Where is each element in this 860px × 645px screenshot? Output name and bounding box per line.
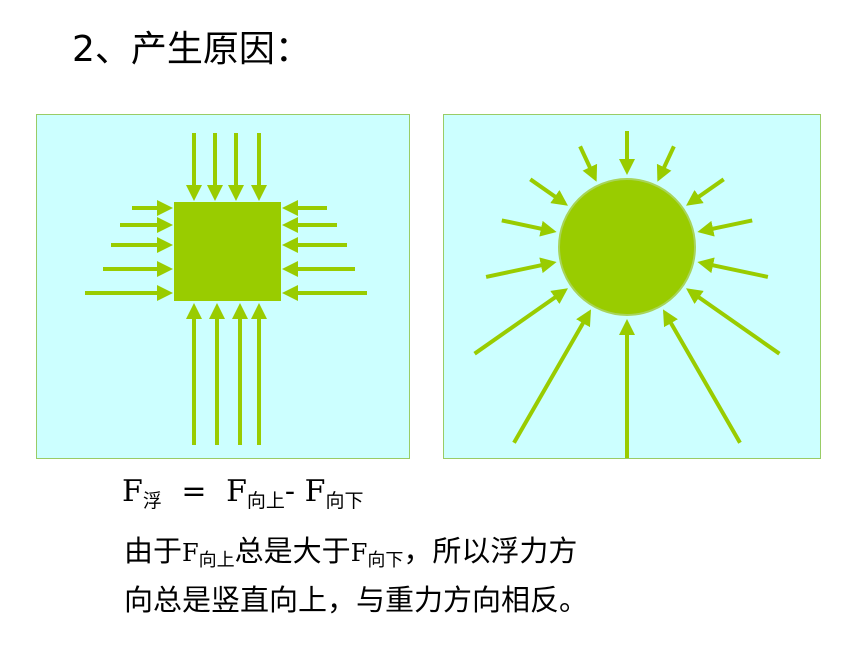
circle-pressure-diagram	[443, 114, 821, 459]
formula-sub-buoyancy: 浮	[142, 490, 162, 512]
pressure-arrow-radial	[656, 145, 676, 182]
pressure-arrow-radial	[686, 177, 725, 206]
formula-f-buoyancy: F	[122, 474, 143, 509]
expl-f-down: F	[350, 539, 368, 567]
pressure-arrow-radial	[697, 257, 769, 279]
circle-pressure-svg	[473, 131, 781, 458]
formula-sub-down: 向下	[325, 490, 364, 512]
slide-title: 2、产生原因：	[72, 29, 311, 70]
pressure-arrow-radial	[512, 309, 592, 444]
pressure-arrow-radial	[529, 177, 568, 206]
pressure-arrow-radial	[697, 218, 753, 237]
pressure-arrow-radial	[686, 288, 781, 356]
formula-equals: =	[181, 474, 207, 509]
formula-minus: -	[284, 474, 296, 509]
pressure-arrow-radial	[501, 218, 557, 237]
expl-text-a: 由于	[124, 534, 183, 568]
square-pressure-svg	[85, 133, 367, 445]
pressure-arrow-radial	[662, 309, 742, 444]
square-pressure-arrows	[85, 133, 367, 445]
explanation-line-1: 由于F向上总是大于F向下，所以浮力方	[124, 531, 577, 581]
formula-f-down: F	[304, 474, 326, 509]
expl-sub-up: 向上	[198, 550, 235, 571]
pressure-arrow-radial	[485, 257, 557, 279]
sphere-pressure-arrows	[473, 131, 781, 458]
submerged-sphere	[558, 178, 696, 316]
pressure-arrow-radial	[473, 288, 568, 356]
formula-sub-up: 向上	[246, 490, 285, 512]
expl-sub-down: 向下	[367, 550, 404, 571]
expl-text-c: ，所以浮力方	[403, 534, 578, 568]
pressure-arrow-radial	[578, 145, 598, 182]
expl-f-up: F	[182, 539, 199, 567]
buoyancy-formula: F浮 = F向上- F向下	[122, 472, 363, 521]
explanation-line-2: 向总是竖直向上，与重力方向相反。	[124, 583, 589, 617]
submerged-square	[174, 202, 281, 301]
square-pressure-diagram	[36, 114, 410, 459]
formula-f-up: F	[226, 474, 247, 509]
expl-text-b: 总是大于	[234, 534, 351, 568]
